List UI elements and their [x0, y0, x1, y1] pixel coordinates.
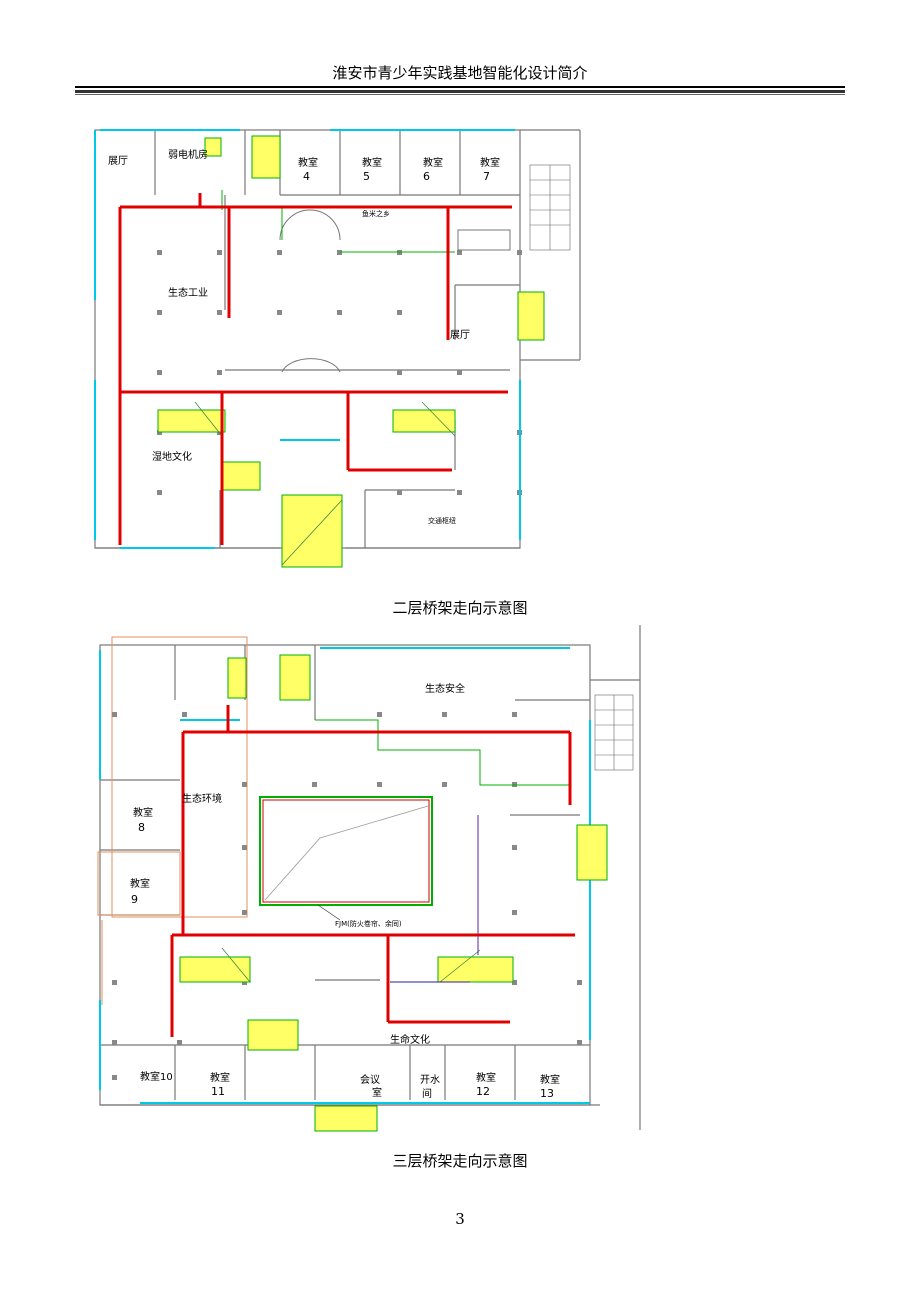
floor3-c10-label: 教室10: [140, 1070, 173, 1083]
floor2-wetland-label: 湿地文化: [152, 450, 192, 463]
floor3-water-label: 开水: [420, 1074, 440, 1086]
floor2-fish-rice-label: 鱼米之乡: [362, 209, 390, 218]
floor2-weak-room-label: 弱电机房: [168, 148, 208, 161]
floor3-c12-number: 12: [476, 1085, 490, 1098]
floor3-c12-label: 教室: [476, 1071, 496, 1084]
floor2-toilets: [529, 164, 571, 251]
floor2-plan: 展厅 弱电机房 教室 4 教室 5 教室 6 教室 7 鱼米之乡 生态工业 展厅…: [94, 129, 581, 568]
floor2-arc: [279, 209, 341, 241]
floor3-meeting-label-2: 室: [372, 1086, 382, 1099]
floor3-eco-safety-label: 生态安全: [425, 682, 465, 695]
floor2-walls: [94, 129, 581, 549]
floor3-windows: [99, 647, 591, 1104]
floor2-hall-nw-label: 展厅: [108, 155, 128, 167]
header-rule: [75, 86, 845, 88]
floor3-fjm-label: FJM(防火卷帘、余同): [335, 919, 402, 928]
floor2-c5-number: 5: [363, 170, 370, 183]
floor3-green-lines: [315, 719, 570, 786]
page-header-title: 淮安市青少年实践基地智能化设计简介: [332, 64, 588, 82]
floor2-columns: [157, 250, 522, 495]
floor2-counter: [457, 229, 511, 251]
floor3-c11-label: 教室: [210, 1071, 230, 1084]
floor3-orange-rooms: [97, 636, 248, 1005]
floor3-c13-number: 13: [540, 1087, 554, 1100]
header-rule: [75, 94, 845, 95]
floor3-c11-number: 11: [211, 1085, 225, 1098]
floor3-stairs: [179, 654, 608, 1132]
floor2-stairs: [157, 135, 545, 568]
floor3-walls: [99, 625, 641, 1130]
floor3-c9-number: 9: [131, 893, 138, 906]
floor3-c8-number: 8: [138, 821, 145, 834]
floor2-c5-label: 教室: [362, 156, 382, 169]
floor2-c6-label: 教室: [423, 156, 443, 169]
floor2-hall-e-label: 展厅: [450, 329, 470, 341]
floor3-cable-trays: [170, 705, 575, 1037]
floor3-fjm-leader: [317, 904, 341, 921]
header-rule: [75, 90, 845, 93]
floor3-atrium-fjm: [259, 796, 433, 906]
floor3-water-label-2: 间: [422, 1087, 432, 1100]
floor2-cable-trays: [118, 193, 512, 545]
floor2-c4-label: 教室: [298, 156, 318, 169]
floor2-caption: 二层桥架走向示意图: [392, 599, 528, 617]
floor3-c13-label: 教室: [540, 1073, 560, 1086]
floor3-atrium-line: [264, 805, 429, 901]
floor2-eco-industry-label: 生态工业: [168, 286, 208, 299]
floor3-caption: 三层桥架走向示意图: [392, 1152, 528, 1170]
floor3-meeting-label: 会议: [360, 1073, 380, 1086]
floor3-c9-label: 教室: [130, 877, 150, 890]
floor3-c8-label: 教室: [133, 806, 153, 819]
floor3-eco-env-label: 生态环境: [182, 792, 222, 805]
floor2-arc: [281, 358, 341, 373]
floor3-life-culture-label: 生命文化: [390, 1033, 430, 1046]
page-number: 3: [455, 1210, 465, 1228]
floor2-green-lines: [221, 190, 455, 253]
floor3-atrium-inner: [262, 799, 430, 903]
floor2-c6-number: 6: [423, 170, 430, 183]
floor2-stair-diagonals: [194, 401, 456, 566]
floor2-c7-number: 7: [483, 170, 490, 183]
floor2-c7-label: 教室: [480, 156, 500, 169]
floor2-traffic-label: 交通枢纽: [428, 516, 456, 525]
floor2-windows: [94, 129, 521, 549]
floor3-toilets: [594, 694, 634, 771]
floor3-plan: 生态安全 生态环境 教室 8 教室 9 FJM(防火卷帘、余同) 生命文化 教室…: [97, 625, 641, 1132]
floor2-c4-number: 4: [303, 170, 310, 183]
floor3-stair-diagonals: [221, 947, 481, 983]
